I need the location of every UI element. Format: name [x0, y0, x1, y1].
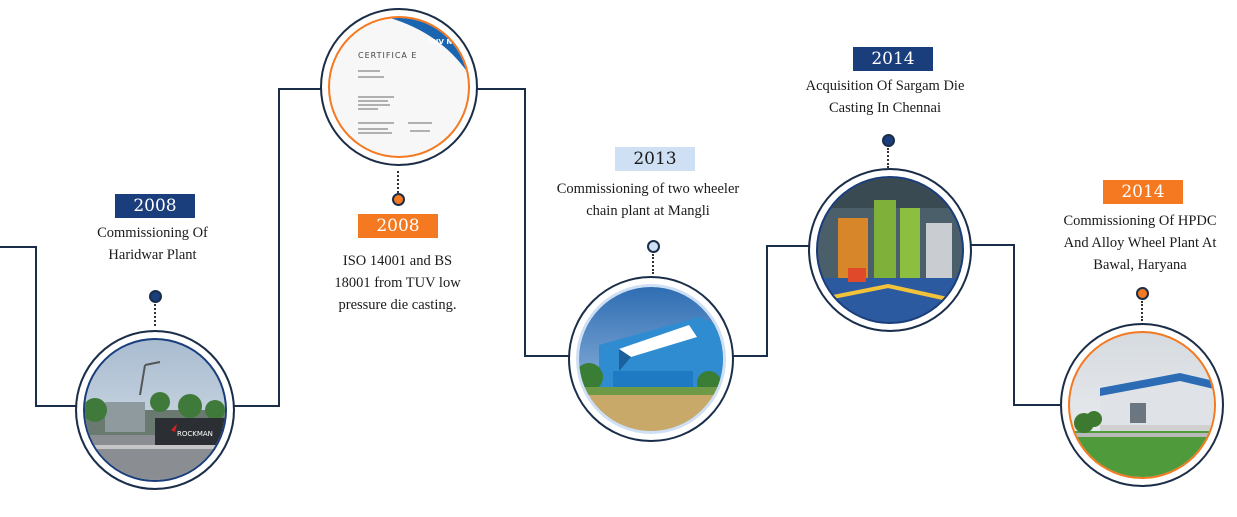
- dotted-connector: [1141, 301, 1143, 321]
- mangli-plant-photo: [579, 287, 723, 431]
- milestone-label: Commissioning Of HPDC And Alloy Wheel Pl…: [1063, 213, 1217, 273]
- bawal-plant-photo: [1070, 333, 1214, 477]
- year-text: 2013: [633, 149, 677, 169]
- timeline-dot: [882, 134, 895, 147]
- timeline-dot: [1136, 287, 1149, 300]
- dotted-connector: [154, 304, 156, 326]
- timeline-dot: [647, 240, 660, 253]
- year-badge: 2008: [358, 214, 438, 238]
- cert-brand: TUV NO: [428, 38, 458, 46]
- year-text: 2014: [1121, 182, 1165, 202]
- sign-text: ROCKMAN: [177, 430, 213, 438]
- milestone-label: Commissioning of two wheeler chain plant…: [556, 181, 740, 219]
- timeline-dot: [149, 290, 162, 303]
- chennai-factory-photo: [818, 178, 962, 322]
- year-text: 2014: [871, 49, 915, 69]
- tuv-certificate-photo: TUV NO CERTIFICA E: [330, 18, 468, 156]
- year-badge: 2013: [615, 147, 695, 171]
- milestone-label: Acquisition Of Sargam Die Casting In Che…: [805, 78, 965, 116]
- year-text: 2008: [376, 216, 420, 236]
- dotted-connector: [887, 148, 889, 168]
- cert-title: CERTIFICA E: [358, 51, 417, 60]
- milestone-label: Commissioning Of Haridwar Plant: [97, 225, 208, 263]
- year-badge: 2008: [115, 194, 195, 218]
- dotted-connector: [652, 254, 654, 274]
- haridwar-plant-photo: ROCKMAN: [85, 340, 225, 480]
- year-badge: 2014: [853, 47, 933, 71]
- year-badge: 2014: [1103, 180, 1183, 204]
- timeline-dot: [392, 193, 405, 206]
- dotted-connector: [397, 171, 399, 193]
- year-text: 2008: [133, 196, 177, 216]
- milestone-label: ISO 14001 and BS 18001 from TUV low pres…: [334, 253, 461, 313]
